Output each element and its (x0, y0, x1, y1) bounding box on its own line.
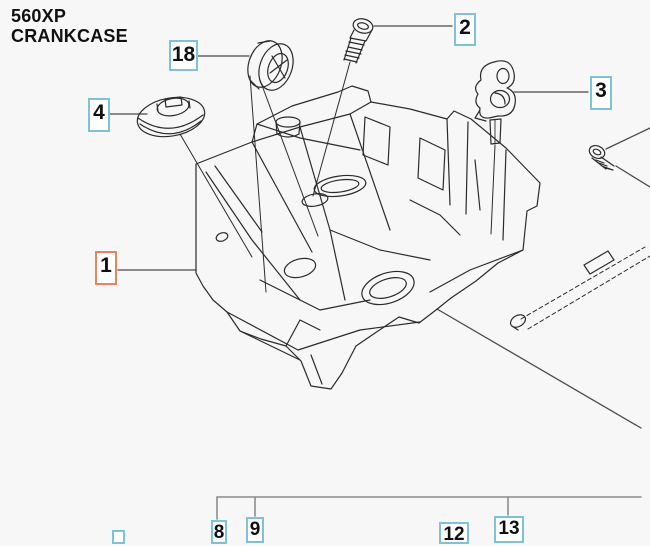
callout-9-number: 9 (249, 519, 261, 540)
callout-8[interactable]: 8 (211, 520, 227, 544)
callout-partial[interactable] (112, 530, 125, 544)
callout-4[interactable]: 4 (88, 98, 110, 132)
callout-13-number: 13 (498, 518, 520, 539)
callout-8-number: 8 (213, 522, 225, 543)
callout-12-number: 12 (443, 524, 465, 545)
clamp-holder-drawing (474, 60, 516, 235)
callout-3-number: 3 (595, 79, 607, 102)
model-name: 560XP (11, 6, 67, 26)
callout-3[interactable]: 3 (590, 76, 612, 110)
impulse-plug-drawing (136, 96, 253, 258)
grommet-drawing (247, 40, 319, 293)
section-name: CRANKCASE (11, 26, 128, 46)
callout-2-number: 2 (459, 16, 471, 39)
callout-4-number: 4 (93, 101, 105, 124)
callout-bracket (216, 496, 642, 520)
crankcase-housing-drawing (195, 85, 541, 390)
callout-1-number: 1 (100, 254, 112, 277)
callout-18[interactable]: 18 (169, 40, 198, 71)
callout-9[interactable]: 9 (246, 517, 264, 543)
callout-12[interactable]: 12 (439, 522, 469, 545)
dashed-rod-drawing (509, 246, 650, 331)
screw-drawing (312, 18, 374, 197)
leader-lines (109, 25, 650, 429)
callout-2[interactable]: 2 (454, 13, 476, 46)
callout-1[interactable]: 1 (95, 251, 117, 285)
callout-18-number: 18 (171, 43, 196, 66)
small-screw-drawing (588, 144, 615, 171)
page-title: 560XP CRANKCASE (11, 6, 128, 46)
